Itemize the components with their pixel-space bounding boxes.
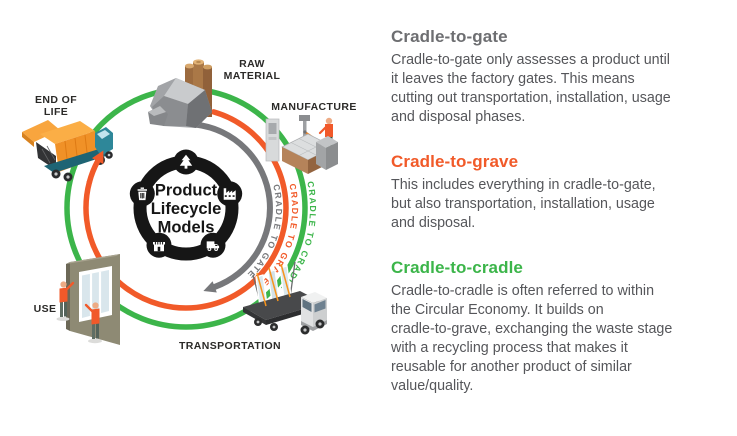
tree-icon xyxy=(173,149,199,175)
factory-icon xyxy=(217,181,243,207)
description-column: Cradle-to-gate Cradle-to-gate only asses… xyxy=(391,26,707,396)
end-of-life-label-line2: LIFE xyxy=(44,106,68,118)
section-cradle-to-gate: Cradle-to-gate Cradle-to-gate only asses… xyxy=(391,26,707,127)
center-title-line2: Lifecycle xyxy=(151,200,222,218)
cradle-to-grave-heading: Cradle-to-grave xyxy=(391,152,519,171)
gate-arrowhead xyxy=(203,281,217,293)
cradle-to-grave-body: This includes everything in cradle-to-ga… xyxy=(391,177,656,231)
cradle-to-cradle-heading: Cradle-to-cradle xyxy=(391,258,523,277)
manufacture-label: MANUFACTURE xyxy=(271,101,356,113)
use-label: USE xyxy=(34,303,57,315)
grave-arrowhead xyxy=(86,150,104,185)
cradle-to-cradle-body: Cradle-to-cradle is often referred to wi… xyxy=(391,283,673,394)
end-of-life-label-line1: END OF xyxy=(35,94,77,106)
center-title-line3: Models xyxy=(158,219,215,237)
transportation-illustration xyxy=(243,261,327,335)
raw-material-label-line1: RAW xyxy=(239,58,265,70)
center-title-line1: Product xyxy=(155,182,218,200)
manufacture-illustration xyxy=(265,115,338,174)
cradle-to-gate-arc xyxy=(193,121,273,293)
center-ring: Product Lifecycle Models xyxy=(129,149,243,261)
raw-material-label-line2: MATERIAL xyxy=(224,70,281,82)
section-cradle-to-cradle: Cradle-to-cradle Cradle-to-cradle is oft… xyxy=(391,257,707,396)
store-icon xyxy=(146,232,172,258)
cradle-to-gate-heading: Cradle-to-gate xyxy=(391,27,508,46)
use-illustration xyxy=(56,254,120,345)
transportation-label: TRANSPORTATION xyxy=(179,340,281,352)
raw-material-illustration xyxy=(148,59,212,128)
lifecycle-diagram: CRADLE TO GATE CRADLE TO GRAVE CRADLE TO… xyxy=(22,58,356,352)
trash-icon xyxy=(129,181,155,207)
cradle-to-gate-body: Cradle-to-gate only assesses a product u… xyxy=(391,52,671,125)
truck-icon xyxy=(200,232,226,258)
section-cradle-to-grave: Cradle-to-grave This includes everything… xyxy=(391,151,707,233)
